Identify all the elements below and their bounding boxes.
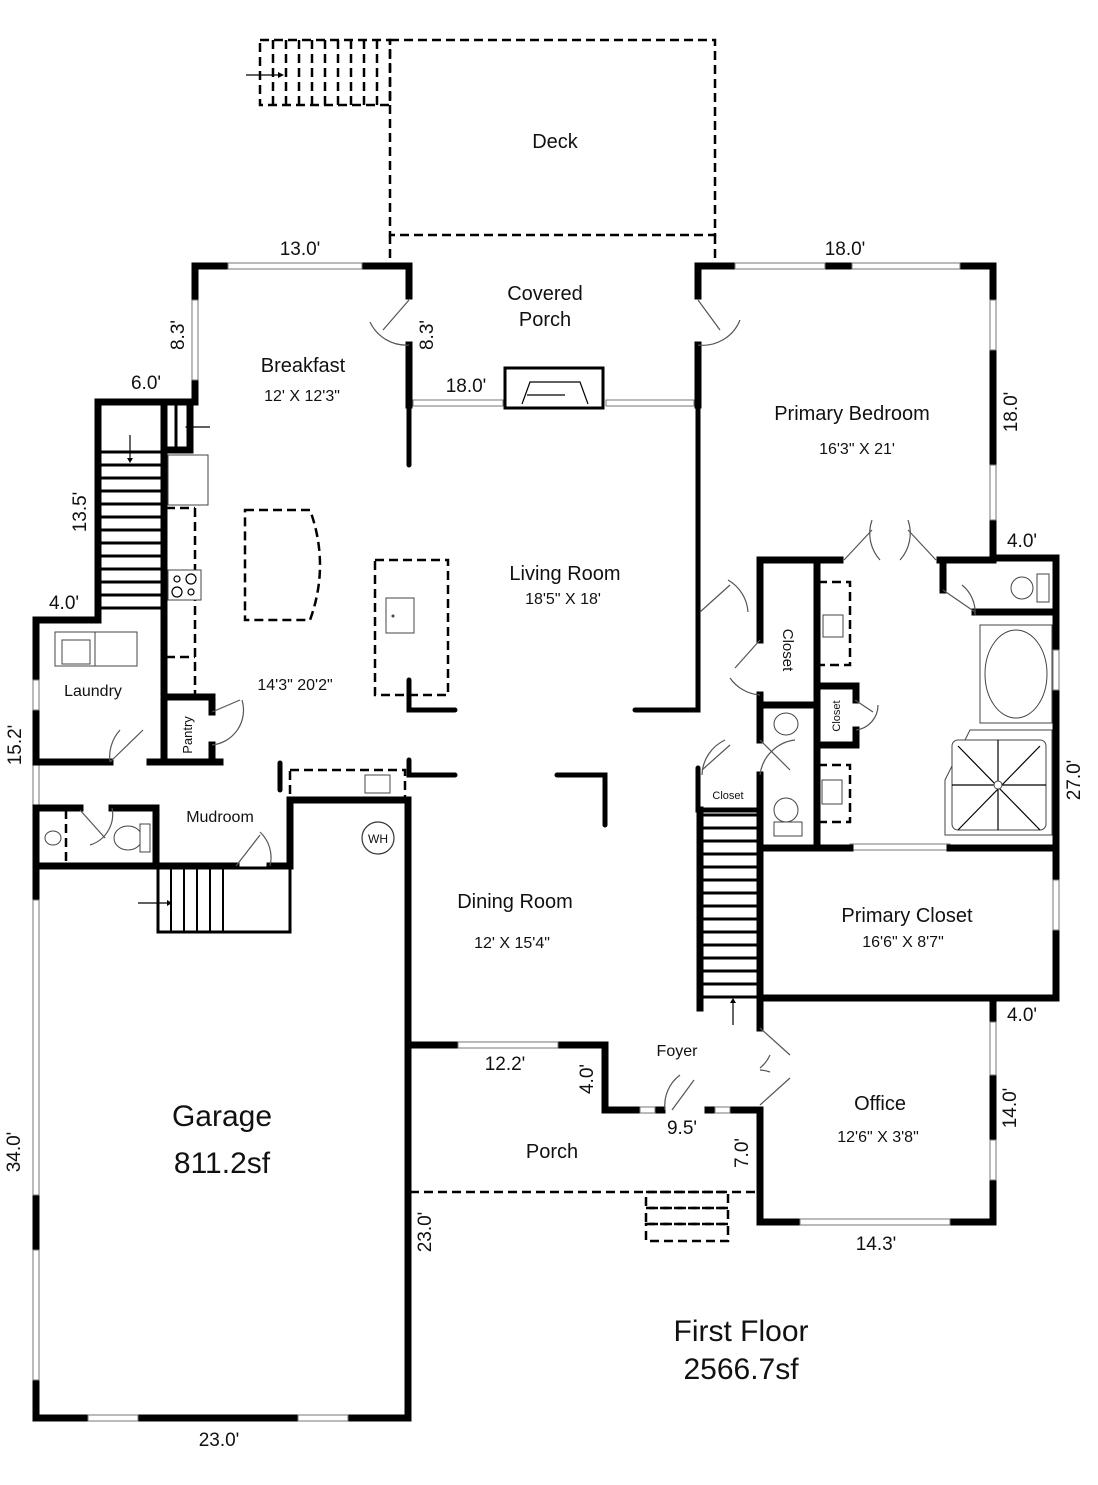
room-area-garage: 811.2sf [174,1147,271,1180]
island-sink [385,597,415,634]
dim-office-bottom: 14.3' [856,1234,897,1255]
room-label-mudroom: Mudroom [186,809,254,826]
primary-bath-fixtures [773,573,1053,837]
mudroom-counter [288,768,407,802]
room-label-pantry: Pantry [180,716,195,754]
kitchen-fixtures [166,454,450,802]
dim-porch-top: 12.2' [485,1054,526,1075]
dining-table [243,508,322,622]
dim-garage-left: 34.0' [4,1132,25,1173]
dim-bath-right: 27.0' [1064,760,1085,801]
dim-breakfast-right: 8.3' [417,320,438,350]
room-dims-breakfast: 12' X 12'3" [264,388,340,405]
garage-stairs [138,866,292,934]
dim-laundry-top: 4.0' [49,593,79,614]
room-label-closet-bath: Closet [779,629,796,672]
doors [79,299,976,1111]
room-dims-dining-room: 12' X 15'4" [474,935,550,952]
room-dims-primary-closet: 16'6" X 8'7" [862,934,944,951]
dim-office-right: 14.0' [1000,1088,1021,1129]
room-label-garage: Garage [172,1100,272,1133]
svg-text:WH: WH [368,832,388,846]
refrigerator [167,454,209,506]
dim-garage-right: 23.0' [415,1212,436,1253]
windows [32,262,1060,1422]
room-label-covered-porch-1: Covered [507,283,583,305]
dim-bedroom-top: 18.0' [825,239,866,260]
main-stairs [100,404,210,610]
room-dims-primary-bedroom: 16'3" X 21' [819,441,895,458]
floor-area: 2566.7sf [683,1353,799,1386]
room-label-office: Office [854,1093,906,1115]
room-label-closet-small: Closet [831,700,843,731]
dim-garage-bottom: 23.0' [199,1430,240,1451]
deck-stairs [246,38,392,107]
dim-breakfast-top: 13.0' [280,239,321,260]
room-label-porch: Porch [526,1141,578,1163]
room-dims-living-room: 18'5" X 18' [525,591,601,608]
dim-bath-top: 4.0' [1007,531,1037,552]
measurements: 13.0' 8.3' 8.3' 18.0' 18.0' 18.0' 6.0' 1… [4,239,1085,1451]
dim-laundry-left: 15.2' [5,725,26,766]
floor-title: First Floor [674,1315,809,1348]
room-label-living-room: Living Room [509,563,620,585]
room-label-breakfast: Breakfast [261,355,346,377]
room-label-deck: Deck [532,131,579,153]
room-label-closet-hall: Closet [712,790,743,802]
water-heater-icon: WH [361,821,395,855]
foyer-stairs [702,813,758,1025]
room-dims-office: 12'6" X 3'8" [837,1129,919,1146]
room-label-laundry: Laundry [64,683,122,700]
dim-closet-right: 4.0' [1007,1005,1037,1026]
dim-porch-step: 4.0' [577,1064,598,1094]
dim-foyer-bottom: 9.5' [667,1118,697,1139]
washer-dryer [54,631,138,667]
dim-porch-right: 7.0' [732,1138,753,1168]
dim-breakfast-left: 8.3' [168,320,189,350]
dim-stair-left: 13.5' [70,492,91,533]
dim-porch-window: 18.0' [446,376,487,397]
fireplace [503,366,605,410]
room-label-dining-room: Dining Room [457,891,573,913]
room-label-foyer: Foyer [657,1043,699,1060]
deck-outline [388,38,717,265]
dim-stair-top: 6.0' [131,373,161,394]
kitchen-island [373,558,450,697]
room-label-covered-porch-2: Porch [519,309,571,331]
dim-bedroom-right: 18.0' [1001,392,1022,433]
porch-steps [410,1190,758,1243]
room-label-primary-closet: Primary Closet [841,905,973,927]
room-dims-kitchen: 14'3" 20'2" [257,677,332,694]
half-bath-fixtures [44,810,151,862]
mudroom-sink [364,774,391,794]
room-label-primary-bedroom: Primary Bedroom [774,403,930,425]
